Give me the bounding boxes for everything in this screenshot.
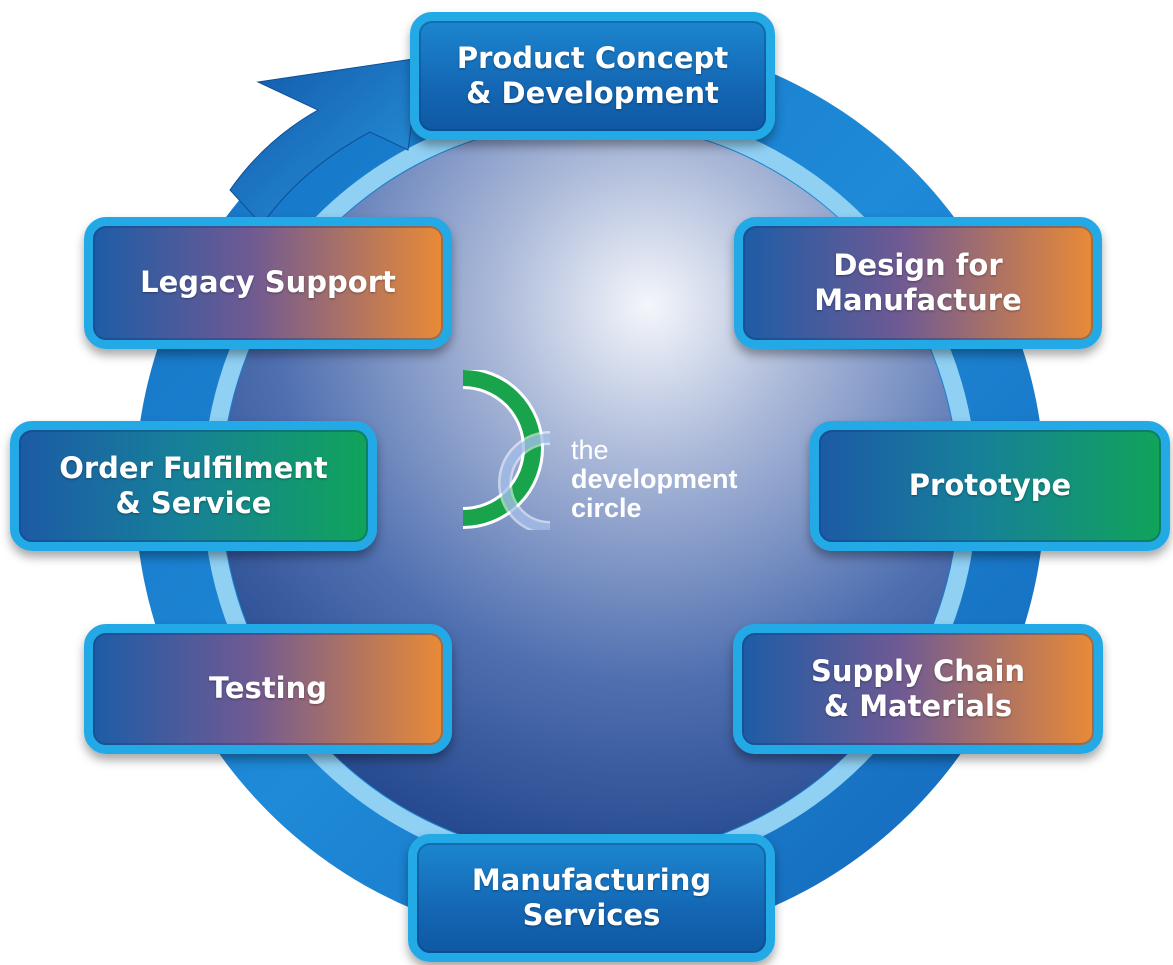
logo-text-circle: circle <box>571 493 642 523</box>
stage-design-for-manufacture: Design for Manufacture <box>734 217 1102 349</box>
stage-manufacturing-services: Manufacturing Services <box>408 834 775 962</box>
stage-product-concept: Product Concept & Development <box>410 12 775 140</box>
logo-mark-icon <box>462 370 551 530</box>
stage-testing: Testing <box>84 624 452 754</box>
logo-text-the: the <box>571 435 609 465</box>
stage-prototype: Prototype <box>810 421 1170 551</box>
stage-supply-chain: Supply Chain & Materials <box>733 624 1103 754</box>
logo-text-development: development <box>571 464 738 494</box>
logo: the development circle <box>455 370 785 530</box>
stage-legacy-support: Legacy Support <box>84 217 452 349</box>
stage-order-fulfilment: Order Fulfilment & Service <box>10 421 377 551</box>
